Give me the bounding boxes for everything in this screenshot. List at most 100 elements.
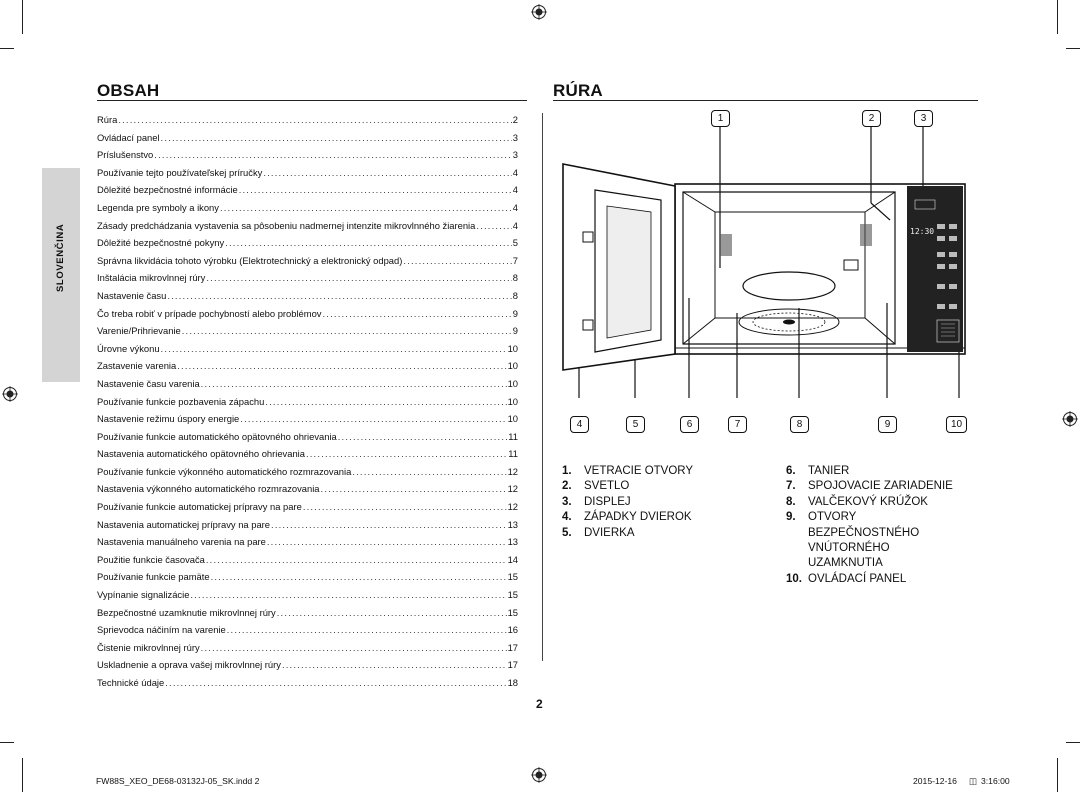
toc-entry-page: 9 <box>512 325 518 337</box>
legend-item: 2.SVETLO <box>562 479 693 494</box>
callout-badge: 7 <box>728 416 747 433</box>
toc-leader-dots <box>190 586 506 604</box>
legend-label: VALČEKOVÝ KRÚŽOK <box>808 495 928 508</box>
toc-leader-dots <box>161 340 507 358</box>
toc-entry: Nastavenie času8 <box>97 287 518 305</box>
toc-entry: Vypínanie signalizácie15 <box>97 586 518 604</box>
oven-heading: RÚRA <box>553 81 603 100</box>
legend-item: 6.TANIER <box>786 464 953 479</box>
toc-entry-label: Používanie funkcie výkonného automatické… <box>97 465 352 477</box>
toc-entry-page: 18 <box>507 677 518 688</box>
toc-entry-label: Uskladnenie a oprava vašej mikrovlnnej r… <box>97 659 281 671</box>
toc-entry-label: Rúra <box>97 114 118 125</box>
toc-entry: Ovládací panel 3 <box>97 129 518 147</box>
legend-label: ZÁPADKY DVIEROK <box>584 511 692 524</box>
toc-entry: Nastavenie času varenia10 <box>97 375 518 393</box>
toc-entry: Dôležité bezpečnostné informácie 4 <box>97 181 518 199</box>
toc-leader-dots <box>201 639 507 657</box>
toc-entry-label: Používanie tejto používateľskej príručky <box>97 166 263 178</box>
toc-entry: Používanie funkcie pozbavenia zápachu10 <box>97 393 518 411</box>
toc-entry-label: Dôležité bezpečnostné pokyny <box>97 237 225 249</box>
legend-item: 4. ZÁPADKY DVIEROK <box>562 510 693 525</box>
toc-entry-page: 14 <box>507 553 518 565</box>
toc-leader-dots <box>277 604 507 622</box>
toc-entry: Nastavenia automatického opätovného ohri… <box>97 445 518 463</box>
toc-entry-page: 12 <box>507 501 518 513</box>
toc-entry-label: Dôležité bezpečnostné informácie <box>97 184 238 196</box>
legend-label: OTVORY BEZPEČNOSTNÉHO VNÚTORNÉHO UZAMKNU… <box>808 511 920 570</box>
toc-leader-dots <box>303 498 507 516</box>
crop-mark <box>0 48 14 49</box>
toc-entry-label: Inštalácia mikrovlnnej rúry <box>97 272 206 284</box>
callout-badge: 4 <box>570 416 589 433</box>
oven-heading-rule <box>553 100 978 101</box>
toc-leader-dots <box>161 129 512 147</box>
toc-leader-dots <box>239 181 512 199</box>
toc-entry-page: 10 <box>507 342 518 354</box>
toc-leader-dots <box>220 199 512 217</box>
column-divider <box>542 113 543 661</box>
crop-mark <box>22 0 23 34</box>
page-number: 2 <box>536 697 543 711</box>
toc-entry-page: 7 <box>512 254 518 266</box>
toc-entry-label: Čistenie mikrovlnnej rúry <box>97 641 200 653</box>
legend-item: 5.DVIERKA <box>562 526 693 541</box>
toc-entry-label: Používanie funkcie automatického opätovn… <box>97 430 337 442</box>
toc-entry-label: Používanie funkcie pamäte <box>97 571 210 583</box>
legend-number: 9. <box>786 511 796 524</box>
toc-entry: Legenda pre symboly a ikony4 <box>97 199 518 217</box>
toc-entry: Používanie tejto používateľskej príručky… <box>97 164 518 182</box>
callout-badge: 10 <box>946 416 967 433</box>
toc-entry-label: Použitie funkcie časovača <box>97 553 205 565</box>
toc-entry-page: 3 <box>512 149 518 161</box>
legend-item: 9. OTVORY BEZPEČNOSTNÉHO VNÚTORNÉHO UZAMK… <box>786 510 953 572</box>
toc-entry: Použitie funkcie časovača 14 <box>97 551 518 569</box>
toc-entry: Úrovne výkonu10 <box>97 340 518 358</box>
toc-entry-page: 10 <box>507 360 518 372</box>
toc-entry: Čo treba robiť v prípade pochybností ale… <box>97 305 518 323</box>
legend-label: DISPLEJ <box>584 495 631 508</box>
legend-item: 3.DISPLEJ <box>562 495 693 510</box>
registration-mark-icon <box>1062 411 1078 427</box>
callout-badge: 1 <box>711 110 730 127</box>
toc-entry-page: 16 <box>507 624 518 636</box>
legend-label: TANIER <box>808 465 850 477</box>
toc-entry: Dôležité bezpečnostné pokyny 5 <box>97 234 518 252</box>
legend-item: 10.OVLÁDACÍ PANEL <box>786 572 953 587</box>
callout-badge: 5 <box>626 416 645 433</box>
toc-entry-page: 10 <box>507 377 518 389</box>
toc-entry-page: 9 <box>512 307 518 319</box>
toc-entry: Používanie funkcie výkonného automatické… <box>97 463 518 481</box>
toc-entry-page: 5 <box>512 237 518 249</box>
toc-leader-dots <box>177 357 506 375</box>
legend-label: OVLÁDACÍ PANEL <box>808 572 907 585</box>
toc-leader-dots <box>225 234 512 252</box>
toc-leader-dots <box>282 656 507 674</box>
toc-entry-label: Vypínanie signalizácie <box>97 589 190 601</box>
legend-number: 1. <box>562 465 572 477</box>
toc-entry-page: 4 <box>512 184 518 196</box>
footer-file: FW88S_XEO_DE68-03132J-05_SK.indd 2 <box>96 776 260 786</box>
callout-badge: 3 <box>914 110 933 127</box>
legend-label: SVETLO <box>584 480 630 493</box>
toc-entry-label: Ovládací panel <box>97 131 160 143</box>
legend-label: VETRACIE OTVORY <box>584 465 694 477</box>
toc-entry-page: 10 <box>507 395 518 407</box>
toc-entry-page: 13 <box>507 518 518 530</box>
toc-entry-page: 4 <box>512 201 518 213</box>
footer-date: 2015-12-16 <box>913 776 957 786</box>
table-of-contents: Rúra2Ovládací panel3Príslušenstvo3Použív… <box>97 111 518 692</box>
toc-entry: Nastavenia automatickej prípravy na pare… <box>97 516 518 534</box>
toc-entry: Správna likvidácia tohoto výrobku (Elekt… <box>97 252 518 270</box>
toc-leader-dots <box>403 252 511 270</box>
toc-entry-label: Čo treba robiť v prípade pochybností ale… <box>97 307 322 319</box>
toc-entry-page: 11 <box>508 430 518 442</box>
toc-leader-dots <box>240 410 506 428</box>
toc-entry-page: 17 <box>507 659 518 671</box>
toc-entry-page: 3 <box>512 131 518 143</box>
toc-entry-page: 17 <box>507 641 518 653</box>
toc-leader-dots <box>165 674 506 692</box>
legend-number: 4. <box>562 511 572 524</box>
toc-entry-label: Zastavenie varenia <box>97 360 177 372</box>
toc-entry: Používanie funkcie automatickej prípravy… <box>97 498 518 516</box>
